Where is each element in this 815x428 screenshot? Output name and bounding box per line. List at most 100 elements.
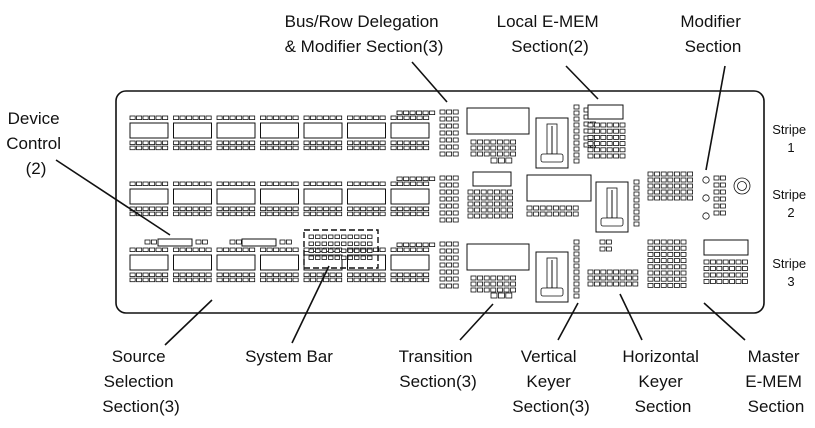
modifier-button (654, 177, 660, 183)
modifier-button (660, 189, 667, 195)
keyer-button (626, 269, 632, 275)
keyer-button (573, 287, 580, 293)
source-button (360, 211, 367, 217)
master-emem-button (742, 272, 748, 278)
source-button (429, 176, 436, 181)
source-button (173, 145, 180, 151)
source-button (286, 211, 293, 217)
delegation-button (439, 269, 446, 275)
system-bar-button (321, 241, 327, 246)
source-button (366, 272, 373, 277)
source-button (266, 206, 273, 211)
source-button (260, 247, 267, 252)
source-button (242, 277, 249, 283)
transition-button (483, 145, 490, 151)
system-bar-button (354, 234, 360, 239)
source-button (292, 181, 299, 186)
source-button (310, 115, 317, 120)
modifier-knob (702, 176, 710, 184)
transition-button (503, 287, 510, 293)
source-button (229, 277, 236, 283)
source-button (279, 211, 286, 217)
transition-button (467, 213, 474, 219)
source-display (129, 254, 169, 271)
delegation-button (439, 276, 446, 282)
delegation-button (446, 248, 453, 254)
source-button (192, 140, 199, 145)
source-button (423, 206, 430, 211)
source-button (192, 272, 199, 277)
transition-button (503, 145, 510, 151)
transition-button (487, 213, 494, 219)
source-button (373, 145, 380, 151)
source-button (216, 247, 223, 252)
label-stripe-2: Stripe 2 (772, 187, 810, 220)
label-vertical-keyer-section: Vertical Keyer Section(3) (512, 347, 589, 416)
source-button (410, 181, 417, 186)
label-master-emem-section: Master E-MEM Section (745, 347, 806, 416)
keyer-button (587, 275, 594, 281)
device-control-display (241, 238, 277, 247)
master-emem-button (703, 272, 710, 278)
local-emem-button (594, 128, 600, 134)
local-emem-button (619, 153, 626, 159)
source-button (273, 272, 280, 277)
modifier-button (667, 183, 674, 189)
keyer-button (573, 128, 580, 134)
local-emem-button (546, 205, 553, 211)
source-button (162, 145, 169, 151)
master-emem-button (667, 239, 674, 245)
source-button (186, 181, 193, 186)
source-button (329, 140, 336, 145)
modifier-button (647, 195, 654, 201)
source-button (149, 140, 156, 145)
delegation-button (439, 144, 446, 150)
source-button (416, 277, 423, 283)
source-button (373, 277, 380, 283)
leader-local-emem (565, 65, 599, 100)
master-emem-button (647, 264, 654, 270)
local-emem-button (539, 211, 546, 217)
transition-button (510, 281, 517, 287)
master-emem-button (674, 282, 680, 288)
master-emem-button (667, 264, 674, 270)
delegation-button (452, 276, 459, 282)
source-button (360, 206, 367, 211)
local-emem-button (533, 211, 539, 217)
source-button (199, 211, 206, 217)
delegation-button (446, 151, 453, 157)
local-emem-button (559, 211, 566, 217)
source-button (205, 115, 212, 120)
transition-button (510, 275, 517, 281)
source-button (199, 277, 206, 283)
keyer-button (573, 293, 580, 299)
transition-button (474, 207, 481, 213)
source-button (403, 272, 410, 277)
delegation-button (446, 203, 453, 209)
source-button (162, 272, 169, 277)
source-button (242, 181, 249, 186)
transition-button (477, 145, 484, 151)
source-button (292, 140, 299, 145)
master-emem-button (742, 259, 748, 265)
source-button (260, 211, 267, 217)
source-button (366, 277, 373, 283)
source-button (379, 211, 386, 217)
master-emem-button (674, 239, 680, 245)
modifier-button (680, 195, 687, 201)
source-button (403, 181, 410, 186)
source-button (292, 145, 299, 151)
source-button (397, 115, 404, 120)
transition-button (483, 151, 490, 157)
local-emem-button (587, 153, 594, 159)
local-emem-button (606, 153, 613, 159)
delegation-button (446, 217, 453, 223)
source-button (273, 211, 280, 217)
source-button (303, 140, 310, 145)
transition-button (477, 151, 484, 157)
source-display (347, 122, 386, 139)
modifier-button (713, 203, 720, 209)
source-button (336, 206, 343, 211)
source-button (192, 247, 199, 252)
modifier-button (680, 177, 687, 183)
